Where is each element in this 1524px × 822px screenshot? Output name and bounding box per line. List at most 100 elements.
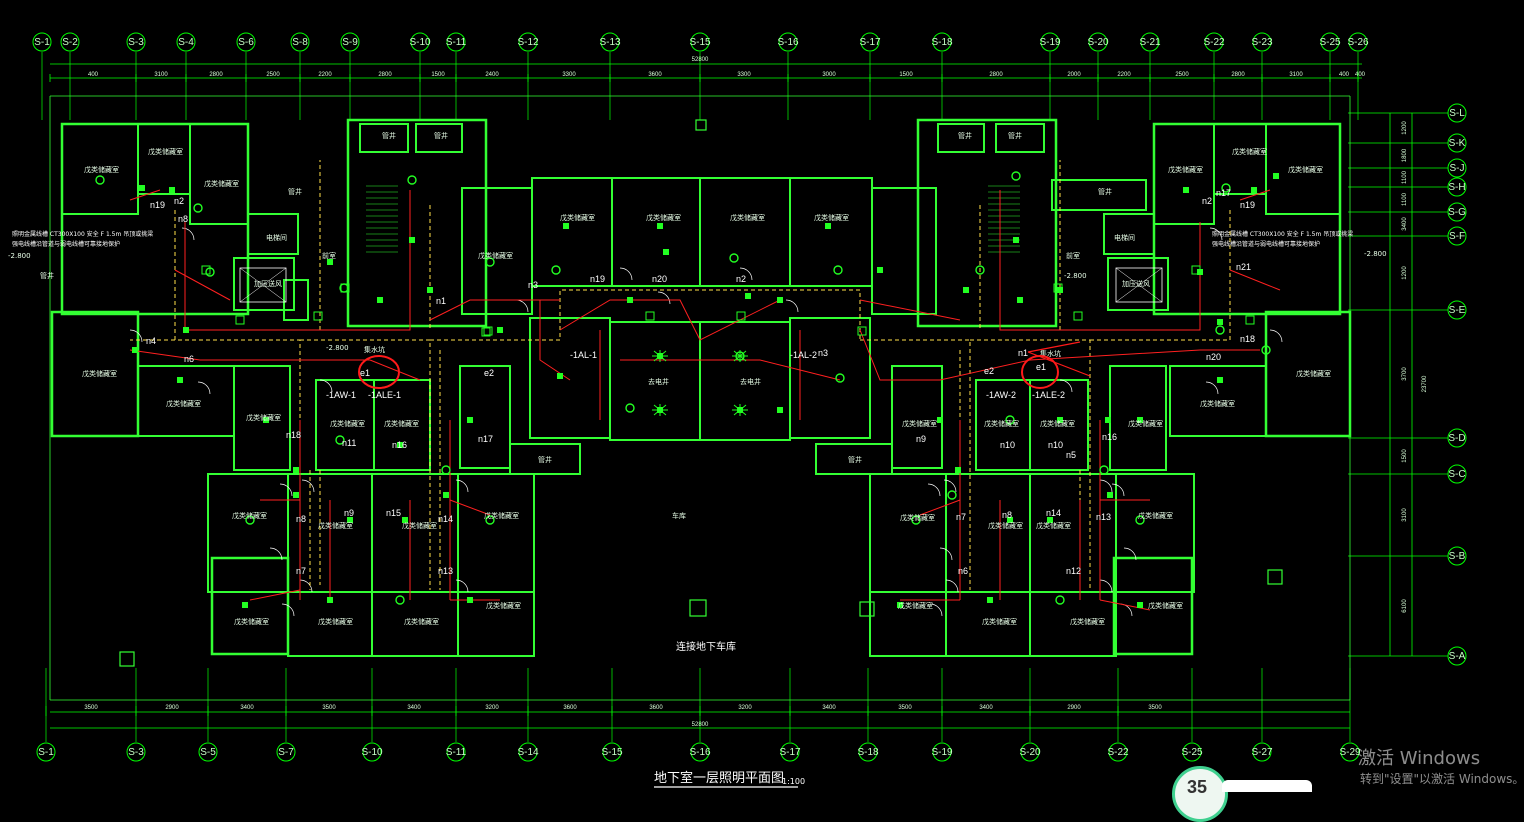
axis-grid-lines [41, 52, 1448, 742]
circuit-number: n4 [146, 336, 156, 346]
cable-tray-note: 强电线槽沿管道与弱电线槽可靠接地保护 [12, 240, 120, 248]
circuit-number: n8 [178, 214, 188, 224]
circuit-number: n14 [1046, 508, 1061, 518]
circuit-number: e2 [984, 366, 994, 376]
lamp-fixture [825, 223, 831, 229]
axis-bubble-label: S-G [1448, 207, 1466, 218]
room-label: 戊类储藏室 [1036, 521, 1071, 530]
circuit-number: n7 [956, 512, 966, 522]
emergency-wire [1090, 210, 1231, 341]
axis-bubble-right [1447, 300, 1467, 320]
lamp-fixture [777, 407, 783, 413]
dim-right: 6100 [1402, 599, 1408, 613]
axis-bubble-top [1088, 32, 1108, 52]
lighting-wire [320, 190, 411, 331]
axis-bubble-label: S-D [1448, 433, 1465, 444]
door-swing [1209, 227, 1223, 241]
axis-bubble-top [1140, 32, 1160, 52]
lamp-fixture [467, 597, 473, 603]
axis-bubble-label: S-6 [238, 37, 254, 48]
dim-right: 3400 [1402, 217, 1408, 231]
taskbar-widget-strip[interactable] [1222, 780, 1312, 792]
junction-box [1245, 315, 1255, 325]
room-wall [871, 187, 937, 315]
room-label: 戊类储藏室 [814, 213, 849, 222]
junction-box [1191, 265, 1201, 275]
room-label: 戊类储藏室 [646, 213, 681, 222]
lighting-circuit-wires [129, 160, 1281, 611]
lamp-fixture [263, 417, 269, 423]
axis-bubble-right [1447, 133, 1467, 153]
door-swing [319, 379, 333, 393]
lamp-fixture [1057, 417, 1063, 423]
lamp-fixture [1217, 319, 1223, 325]
progress-badge[interactable]: 35 [1172, 766, 1228, 822]
room-label: 电梯间 [1114, 233, 1135, 242]
dim-top: 3100 [154, 72, 168, 78]
elevator-cross [239, 267, 287, 303]
ceiling-light [1055, 595, 1065, 605]
lamp-fixture [1137, 417, 1143, 423]
room-label: 戊类储藏室 [560, 213, 595, 222]
ceiling-light [485, 515, 495, 525]
axis-bubble-top [690, 32, 710, 52]
connect-garage-label: 连接地下车库 [676, 640, 736, 653]
room-label: 前室 [1066, 251, 1080, 260]
lighting-wire [559, 299, 781, 341]
lamp-fixture [139, 185, 145, 191]
drawing-title: 地下室一层照明平面图 [654, 770, 784, 786]
room-label: 戊类储藏室 [898, 601, 933, 610]
circuit-number: n19 [150, 200, 165, 210]
ceiling-light [551, 265, 561, 275]
axis-bubble-bottom [858, 742, 878, 762]
axis-bubble-top [126, 32, 146, 52]
axis-bubble-label: S-25 [1319, 37, 1341, 48]
circuit-number: n19 [590, 274, 605, 284]
room-wall [457, 591, 535, 657]
axis-bubble-top [932, 32, 952, 52]
building-walls [49, 95, 1352, 701]
door-swing [927, 483, 941, 497]
lamp-fixture [409, 237, 415, 243]
room-wall [247, 213, 299, 255]
distribution-panel-label: -1AL-2 [790, 350, 817, 360]
axis-bubble-bottom [780, 742, 800, 762]
axis-bubble-bottom [1020, 742, 1040, 762]
ceiling-light [335, 435, 345, 445]
circuit-number: n10 [1000, 440, 1015, 450]
lamp-fixture [1251, 187, 1257, 193]
light-fixtures [95, 171, 1279, 608]
room-label: 戊类储藏室 [730, 213, 765, 222]
axis-bubble-label: S-12 [517, 37, 539, 48]
lighting-wire [1029, 349, 1260, 361]
circuit-number: n16 [1102, 432, 1117, 442]
lamp-fixture [347, 517, 353, 523]
ceiling-light [395, 595, 405, 605]
axis-bubble-bottom [1108, 742, 1128, 762]
circuit-number: n9 [916, 434, 926, 444]
room-label: 加压送风 [1122, 279, 1150, 288]
axis-bubble-bottom [126, 742, 146, 762]
room-label: 管井 [288, 187, 302, 196]
axis-bubble-label: S-11 [446, 37, 467, 48]
room-label: 戊类储藏室 [1296, 369, 1331, 378]
ceiling-light [729, 253, 739, 263]
emergency-wire [174, 210, 301, 470]
axis-bubble-bottom [690, 742, 710, 762]
circuit-number: n20 [1206, 352, 1221, 362]
lamp-fixture [657, 223, 663, 229]
dim-top: 1500 [431, 72, 445, 78]
dim-top: 3600 [648, 72, 662, 78]
circuit-number: e1 [360, 368, 370, 378]
lamp-fixture [1007, 517, 1013, 523]
axis-bubble-label: S-14 [517, 747, 539, 758]
axis-bubble-top [518, 32, 538, 52]
room-label: -2.800 [1064, 272, 1087, 280]
door-swing [281, 603, 295, 617]
lighting-wire [1080, 222, 1201, 331]
axis-bubble-label: S-F [1449, 231, 1465, 242]
axis-bubble-label: S-3 [128, 747, 144, 758]
room-label: 电梯间 [266, 233, 287, 242]
dim-right: 1200 [1402, 266, 1408, 280]
